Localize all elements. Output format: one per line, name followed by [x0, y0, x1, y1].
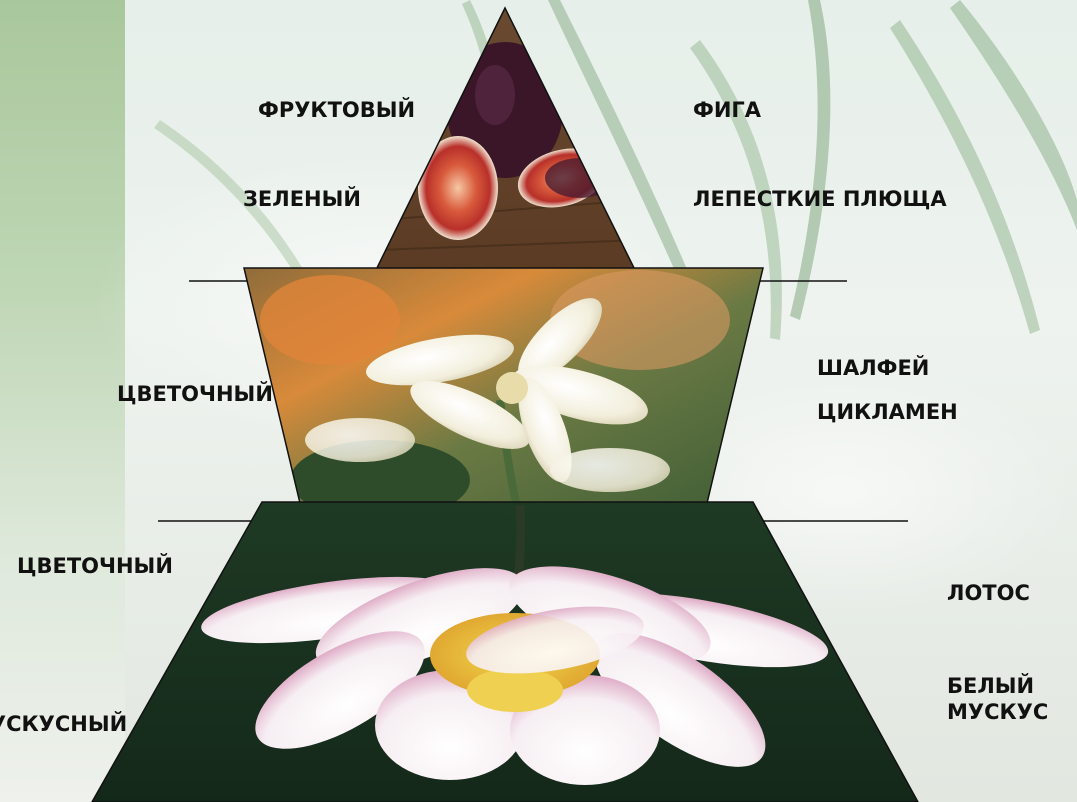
- middle-family-label-floral: ЦВЕТОЧНЫЙ: [117, 382, 273, 406]
- top-family-label-green: ЗЕЛЕНЫЙ: [243, 187, 361, 211]
- base-note-label-white: БЕЛЫЙ: [947, 674, 1034, 698]
- base-family-label-floral: ЦВЕТОЧНЫЙ: [17, 554, 173, 578]
- middle-note-label-cyclamen: ЦИКЛАМЕН: [817, 400, 958, 424]
- middle-tier-blossom-image: [240, 260, 770, 530]
- base-note-label-lotus: ЛОТОС: [947, 581, 1030, 605]
- top-note-label-fig: ФИГА: [693, 98, 761, 122]
- top-family-label-fruity: ФРУКТОВЫЙ: [258, 98, 415, 122]
- base-note-label-musk: МУСКУС: [947, 700, 1048, 724]
- top-note-label-ivy-petals: ЛЕПЕСТКИЕ ПЛЮЩА: [693, 187, 947, 211]
- top-tier-fig-image: [360, 0, 650, 290]
- base-family-label-musky: МУСКУСНЫЙ: [0, 712, 127, 736]
- base-tier-lotus-image: [80, 495, 930, 802]
- middle-note-label-sage: ШАЛФЕЙ: [817, 356, 929, 380]
